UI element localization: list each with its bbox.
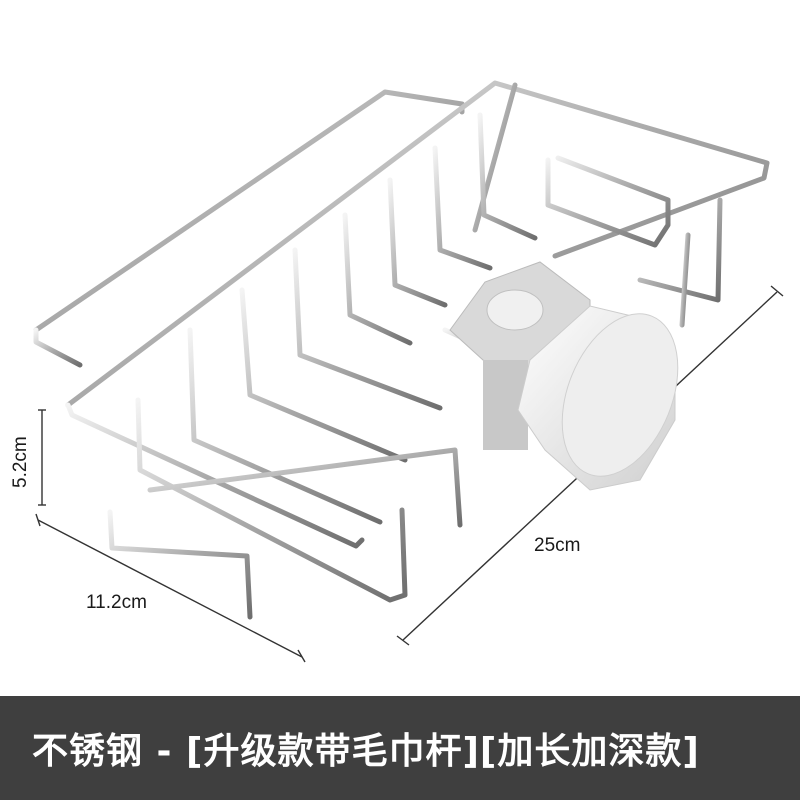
length-dimension-label: 25cm: [534, 535, 581, 556]
product-caption: 不锈钢 - [升级款带毛巾杆][加长加深款]: [32, 731, 700, 772]
sink-clamp: [449, 261, 679, 491]
stainless-steel-rack-illustration: [33, 80, 784, 663]
caption-bar: 不锈钢 - [升级款带毛巾杆][加长加深款]: [0, 696, 800, 800]
height-dimension: 5.2cm: [10, 436, 32, 568]
width-dimension-label: 11.2cm: [86, 592, 147, 613]
product-illustration: 5.2cm 11.2cm 25cm: [10, 80, 784, 663]
height-dimension-label: 5.2cm: [10, 436, 31, 488]
